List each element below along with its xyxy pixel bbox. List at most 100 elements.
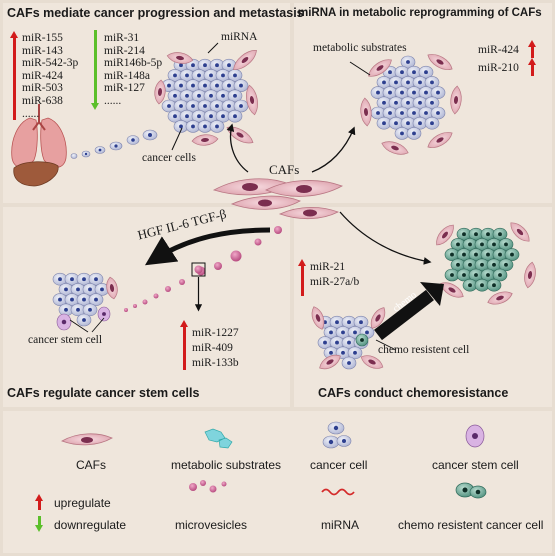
title-q2: miRNA in metabolic reprogramming of CAFs: [298, 7, 542, 19]
caf-ring-q2: [360, 54, 462, 155]
resistant-cell-nucleus: [468, 242, 472, 247]
legend-icons: [61, 421, 487, 499]
cancer-cell-nucleus: [221, 73, 225, 78]
cancer-cell-nucleus: [400, 90, 404, 95]
cancer-cell-nucleus: [239, 104, 243, 108]
title-q3: CAFs regulate cancer stem cells: [7, 386, 200, 400]
arrow-to-q2: [311, 126, 356, 173]
cancer-cell-nucleus: [88, 287, 92, 292]
resistant-cell-nucleus: [504, 262, 508, 267]
resistant-cell-nucleus: [486, 232, 490, 237]
resistant-cell-nucleus: [450, 273, 454, 277]
resistant-cell-nucleus: [456, 262, 460, 267]
resistant-cell-nucleus: [498, 232, 502, 237]
resistant-cell-nucleus: [450, 252, 454, 257]
caf-nucleus: [176, 55, 184, 61]
cancer-cell-nucleus: [376, 111, 380, 115]
cancer-cell-nucleus: [406, 121, 410, 126]
cancer-cell-nucleus: [185, 93, 189, 98]
cancer-cell-nucleus: [323, 340, 327, 345]
caf-nucleus: [236, 132, 244, 138]
upregulate-arrow-q2a: [528, 40, 536, 58]
cancer-cell-nucleus: [64, 307, 68, 312]
cancer-cell-nucleus: [209, 114, 213, 119]
resistant-cell-nucleus: [498, 273, 502, 277]
cancer-cell-nucleus: [227, 63, 231, 68]
cancer-cell-nucleus: [203, 104, 207, 108]
q2-up-1: miR-424: [478, 44, 519, 56]
resistant-cell-nucleus: [456, 242, 460, 247]
upregulate-arrow-q1: [10, 31, 18, 120]
cancer-cell-nucleus: [191, 124, 195, 129]
cancer-cell-nucleus: [365, 330, 369, 335]
legend-metabolic: metabolic substrates: [171, 458, 282, 472]
cancer-cell-nucleus: [341, 330, 345, 335]
title-q4: CAFs conduct chemoresistance: [318, 386, 509, 400]
caf-nucleus: [241, 57, 249, 63]
lungs-icon: [11, 104, 67, 168]
legend-chemo-resistant: chemo resistent cancer cell: [398, 518, 544, 532]
microvesicle-trail: [124, 226, 282, 312]
cancer-cell-nucleus: [197, 93, 201, 98]
resistant-cell-nucleus: [492, 242, 496, 247]
cancer-cell-nucleus: [412, 70, 416, 75]
cancer-cell-nucleus: [406, 100, 410, 105]
cancer-cell-nucleus: [215, 124, 219, 129]
cancer-cell-nucleus: [173, 114, 177, 119]
resistant-cell-nucleus: [498, 252, 502, 257]
cancer-cell-nucleus: [221, 93, 225, 98]
resistant-cell-nucleus: [468, 283, 472, 288]
cancer-cell-nucleus: [347, 361, 351, 365]
cancer-cell-nucleus: [418, 121, 422, 126]
cafs-label: CAFs: [269, 162, 300, 177]
cancer-cell-nucleus: [203, 124, 207, 129]
resistant-cell-nucleus: [486, 273, 490, 277]
tumor-cluster-q1: [161, 58, 249, 133]
cancer-cell-nucleus: [179, 104, 183, 108]
cancer-cell-nucleus: [173, 73, 177, 78]
cancer-cell-nucleus: [215, 104, 219, 108]
cancer-cell-nucleus: [406, 80, 410, 85]
cancer-cell-nucleus: [341, 350, 345, 355]
cancer-cell-nucleus: [400, 70, 404, 75]
resistant-cell-nucleus: [492, 283, 496, 288]
liver-icon: [13, 161, 59, 187]
upregulate-arrow-q3: [180, 320, 188, 370]
resistant-cell-nucleus: [360, 338, 364, 342]
caf-nucleus: [436, 137, 444, 143]
mirna-label-q1: miRNA: [221, 31, 258, 43]
cancer-cell-nucleus: [412, 131, 416, 136]
cancer-cell-nucleus: [227, 83, 231, 88]
cancer-cell-nucleus: [82, 318, 86, 322]
cancer-cell-nucleus: [329, 330, 333, 335]
cancer-cell-nucleus: [424, 90, 428, 95]
resistant-cell-nucleus: [480, 262, 484, 267]
cancer-stem-cell-nucleus: [61, 319, 67, 325]
cancer-cell-nucleus: [82, 297, 86, 302]
cancer-cell-nucleus: [58, 297, 62, 302]
cancer-cell-nucleus: [376, 90, 380, 95]
cancer-cell-nucleus: [191, 104, 195, 108]
cancer-cell-nucleus: [359, 320, 363, 325]
arrow-to-q4: [339, 211, 432, 265]
cancer-cell-nucleus: [203, 83, 207, 88]
cancer-cell-nucleus: [209, 93, 213, 98]
caf-nucleus: [516, 228, 524, 236]
caf-nucleus: [436, 59, 444, 65]
cancer-cell-nucleus: [185, 114, 189, 119]
cancer-cell-nucleus: [347, 320, 351, 325]
factor-arrow: [144, 227, 271, 266]
resistant-cell-nucleus: [474, 252, 478, 257]
cancer-cell-nucleus: [233, 114, 237, 119]
tumor-cluster-q4: [311, 306, 386, 370]
resistant-cell-nucleus: [480, 242, 484, 247]
cancer-cell-nucleus: [227, 104, 231, 108]
arrow-to-q1: [226, 123, 249, 173]
cancer-cell-nucleus: [233, 93, 237, 98]
cancer-cell-nucleus: [394, 100, 398, 105]
cancer-cell-nucleus: [173, 93, 177, 98]
cancer-cell-nucleus: [382, 121, 386, 126]
caf-nucleus: [109, 284, 115, 292]
